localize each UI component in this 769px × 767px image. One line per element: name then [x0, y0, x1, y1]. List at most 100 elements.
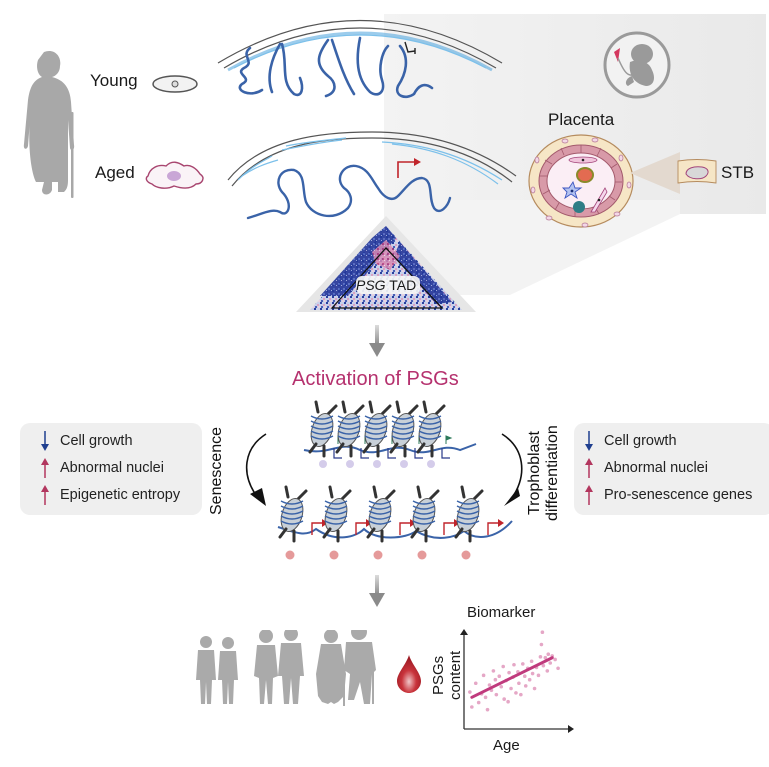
y-axis-arrowhead	[460, 629, 468, 635]
scatter-point	[543, 655, 548, 660]
effect-text: Cell growth	[60, 432, 133, 449]
zoom-cone	[630, 152, 680, 194]
nucleosome	[410, 485, 440, 543]
effect-text: Abnormal nuclei	[604, 459, 708, 476]
young-cell-icon	[152, 75, 198, 93]
differentiation-curved-arrow	[501, 433, 523, 506]
hic-tad-heatmap	[296, 216, 476, 312]
effect-row: Abnormal nuclei	[580, 454, 769, 481]
differentiation-effects-box: Cell growth Abnormal nuclei Pro-senescen…	[574, 423, 769, 515]
trend-line	[470, 656, 554, 699]
scatter-point	[468, 690, 472, 694]
chart-xlabel: Age	[493, 737, 520, 754]
effect-text: Epigenetic entropy	[60, 486, 181, 503]
fetus-icon	[603, 31, 671, 99]
aged-label: Aged	[95, 163, 135, 182]
placenta-villus-illustration	[528, 134, 634, 228]
dna-strand	[303, 443, 477, 454]
senescence-curved-arrow	[245, 433, 267, 506]
flow-arrow-down-1	[369, 325, 385, 357]
effect-row: Abnormal nuclei	[36, 454, 202, 481]
scatter-point	[493, 677, 498, 682]
scatter-point	[497, 674, 502, 678]
woman-silhouette-icon	[254, 630, 278, 704]
scatter-point	[548, 661, 553, 665]
trophoblast-line: Trophoblast	[526, 431, 543, 515]
nucleosome	[416, 400, 446, 458]
effect-row: Pro-senescence genes	[580, 481, 769, 508]
scatter-point	[512, 662, 516, 667]
scatter-point	[519, 692, 523, 697]
blood-drop-icon	[397, 655, 421, 693]
scatter-point	[530, 671, 535, 676]
tss-marker-active	[399, 522, 410, 535]
repressed-mark	[400, 460, 408, 468]
nucleosomes-active-row	[277, 485, 513, 560]
scatter-point	[507, 670, 511, 675]
effect-text: Cell growth	[604, 432, 677, 449]
effect-text: Pro-senescence genes	[604, 486, 753, 503]
tss-marker-active	[355, 522, 366, 535]
elderly-woman-silhouette-icon	[23, 50, 75, 198]
nucleosome	[335, 400, 365, 458]
active-mark	[461, 550, 471, 560]
population-age-silhouettes	[196, 630, 376, 706]
man-silhouette-icon	[278, 630, 304, 704]
differentiation-line: differentiation	[544, 425, 561, 521]
scatter-point	[487, 683, 492, 687]
senescence-label: Senescence	[208, 426, 225, 515]
biomarker-scatter-chart	[460, 629, 574, 733]
aged-cell-icon	[145, 161, 204, 189]
scatter-point	[545, 669, 550, 673]
tss-marker-active	[443, 522, 454, 535]
dna-strand	[277, 520, 513, 539]
effect-row: Cell growth	[36, 427, 202, 454]
tss-marker-active	[487, 522, 498, 535]
scatter-point	[494, 692, 499, 697]
arrow-up-icon	[36, 484, 54, 505]
nucleosome	[366, 485, 396, 543]
scatter-point	[532, 686, 537, 691]
chart-title: Biomarker	[467, 604, 536, 621]
scatter-point	[481, 673, 486, 678]
tss-marker-inactive	[360, 448, 369, 459]
boy-silhouette-icon	[218, 637, 238, 704]
panel-funnel	[384, 200, 680, 295]
scatter-point	[540, 630, 545, 634]
scatter-point	[499, 684, 504, 689]
scatter-point	[522, 674, 527, 678]
elderly-woman-silhouette-icon	[316, 630, 346, 706]
scatter-point	[536, 673, 541, 678]
active-mark	[417, 550, 427, 560]
tss-arrowhead	[498, 519, 504, 527]
green-flag-marker	[445, 435, 453, 444]
active-mark	[373, 550, 383, 560]
repressed-mark	[373, 460, 381, 468]
scatter-point	[476, 700, 481, 705]
scatter-point	[556, 666, 560, 671]
arrow-down-icon	[36, 430, 54, 451]
scatter-point	[538, 655, 543, 659]
repressed-mark	[427, 460, 435, 468]
active-mark	[285, 550, 295, 560]
scatter-point	[521, 662, 525, 666]
active-mark	[329, 550, 339, 560]
placenta-label: Placenta	[548, 110, 615, 129]
nucleosome	[362, 400, 392, 458]
scatter-point	[553, 657, 557, 662]
scatter-point	[483, 695, 488, 700]
senescence-effects-box: Cell growth Abnormal nuclei Epigenetic e…	[20, 423, 202, 515]
tss-marker-inactive	[387, 448, 396, 459]
elderly-man-silhouette-icon	[344, 630, 376, 704]
nucleosome	[454, 485, 484, 543]
psg-tad-label-suffix: TAD	[385, 277, 417, 293]
effect-row: Epigenetic entropy	[36, 481, 202, 508]
young-label: Young	[90, 71, 138, 90]
girl-silhouette-icon	[196, 636, 216, 704]
tss-marker-inactive	[414, 448, 423, 459]
scatter-point	[491, 669, 496, 673]
repressed-mark	[346, 460, 354, 468]
psg-tad-label-gene: PSG	[356, 277, 386, 293]
scatter-point	[546, 652, 551, 656]
flow-arrow-down-2	[369, 575, 385, 607]
